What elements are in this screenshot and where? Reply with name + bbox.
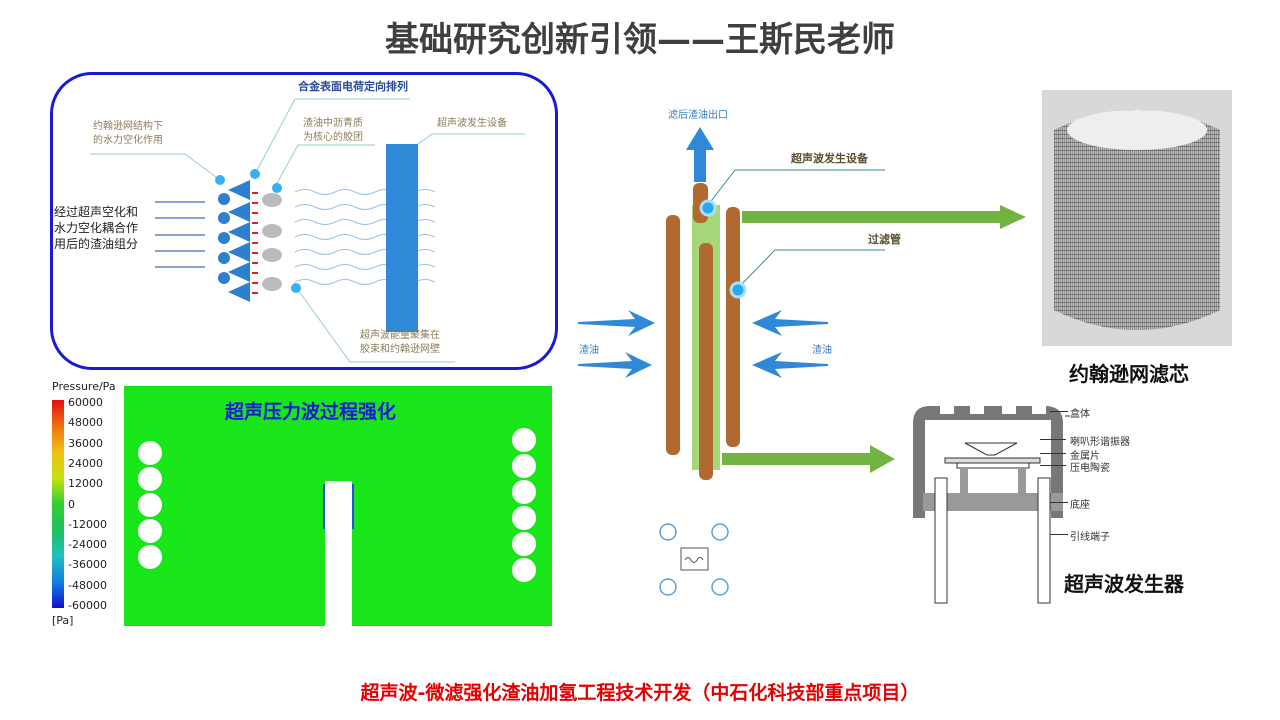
leader-line <box>1050 502 1068 503</box>
leader-line <box>1040 439 1066 440</box>
leader-line <box>1050 411 1068 412</box>
legend-tick: -36000 <box>68 558 107 572</box>
green-arrow-top <box>742 205 1026 229</box>
leader-line <box>1050 534 1068 535</box>
leader-line <box>1040 465 1066 466</box>
legend-tick: 0 <box>68 497 75 511</box>
johnson-mesh-triangles <box>218 180 250 302</box>
generator-part-label: 底座 <box>1070 500 1090 511</box>
outlet-arrow <box>686 127 714 182</box>
legend-tick: -48000 <box>68 578 107 592</box>
legend-tick: -60000 <box>68 599 107 612</box>
legend-tick: -24000 <box>68 538 107 552</box>
transducer-icon <box>659 523 729 596</box>
label-inlet-right: 渣油 <box>812 345 832 356</box>
ultrasonic-device-bar <box>386 144 418 332</box>
label-filter-tube: 过滤管 <box>868 233 901 246</box>
label-output: 用后的渣油组分 <box>54 237 139 251</box>
label-micelle: 渣油中沥青质 <box>303 118 363 129</box>
pressure-field <box>124 386 552 626</box>
label-device: 超声波发生设备 <box>437 118 507 129</box>
label-outlet: 滤后渣油出口 <box>668 110 728 121</box>
label-output: 经过超声空化和 <box>54 205 139 219</box>
legend-tick: 12000 <box>68 477 103 491</box>
leader-line <box>1040 453 1066 454</box>
legend-tick: -12000 <box>68 517 107 531</box>
generator-part-label: 盒体 <box>1070 409 1090 420</box>
green-arrow-bottom <box>722 445 895 473</box>
johnson-filter-image <box>1042 90 1232 346</box>
generator-part-label: 金属片 <box>1070 451 1100 462</box>
legend-tick: 48000 <box>68 416 103 430</box>
legend-tick: 24000 <box>68 456 103 470</box>
footer-project-title: 超声波-微滤强化渣油加氢工程技术开发（中石化科技部重点项目） <box>360 682 920 704</box>
label-inlet-left: 渣油 <box>579 345 599 356</box>
filter-element-caption: 约翰逊网滤芯 <box>1069 362 1189 386</box>
legend-unit: [Pa] <box>52 614 74 627</box>
legend-tick: 36000 <box>68 436 103 450</box>
legend-colorbar <box>52 400 64 608</box>
filter-assembly-diagram <box>578 127 1026 596</box>
label-johnson: 约翰逊网结构下 <box>93 121 163 132</box>
generator-cross-section <box>913 406 1070 604</box>
inlet-arrows <box>578 310 828 378</box>
label-energy: 胶束和约翰逊网壁 <box>360 344 440 355</box>
legend-tick: 60000 <box>68 396 103 409</box>
label-ultrasonic-device: 超声波发生设备 <box>791 152 868 165</box>
pressure-panel-title: 超声压力波过程强化 <box>225 401 397 423</box>
generator-part-label: 喇叭形谐振器 <box>1070 437 1130 448</box>
label-alloy: 合金表面电荷定向排列 <box>298 80 408 93</box>
mechanism-diagram <box>90 98 525 363</box>
label-energy: 超声波能量聚集在 <box>360 330 440 341</box>
mechanism-panel <box>50 72 558 370</box>
label-micelle: 为核心的胶团 <box>303 132 363 143</box>
legend-title: Pressure/Pa <box>52 380 116 393</box>
slide-title: 基础研究创新引领——王斯民老师 <box>385 20 895 60</box>
generator-part-label: 压电陶瓷 <box>1070 463 1110 474</box>
label-output: 水力空化耦合作 <box>54 221 139 235</box>
generator-caption: 超声波发生器 <box>1064 572 1184 596</box>
generator-part-label: 引线端子 <box>1070 532 1110 543</box>
label-johnson: 的水力空化作用 <box>93 135 163 146</box>
